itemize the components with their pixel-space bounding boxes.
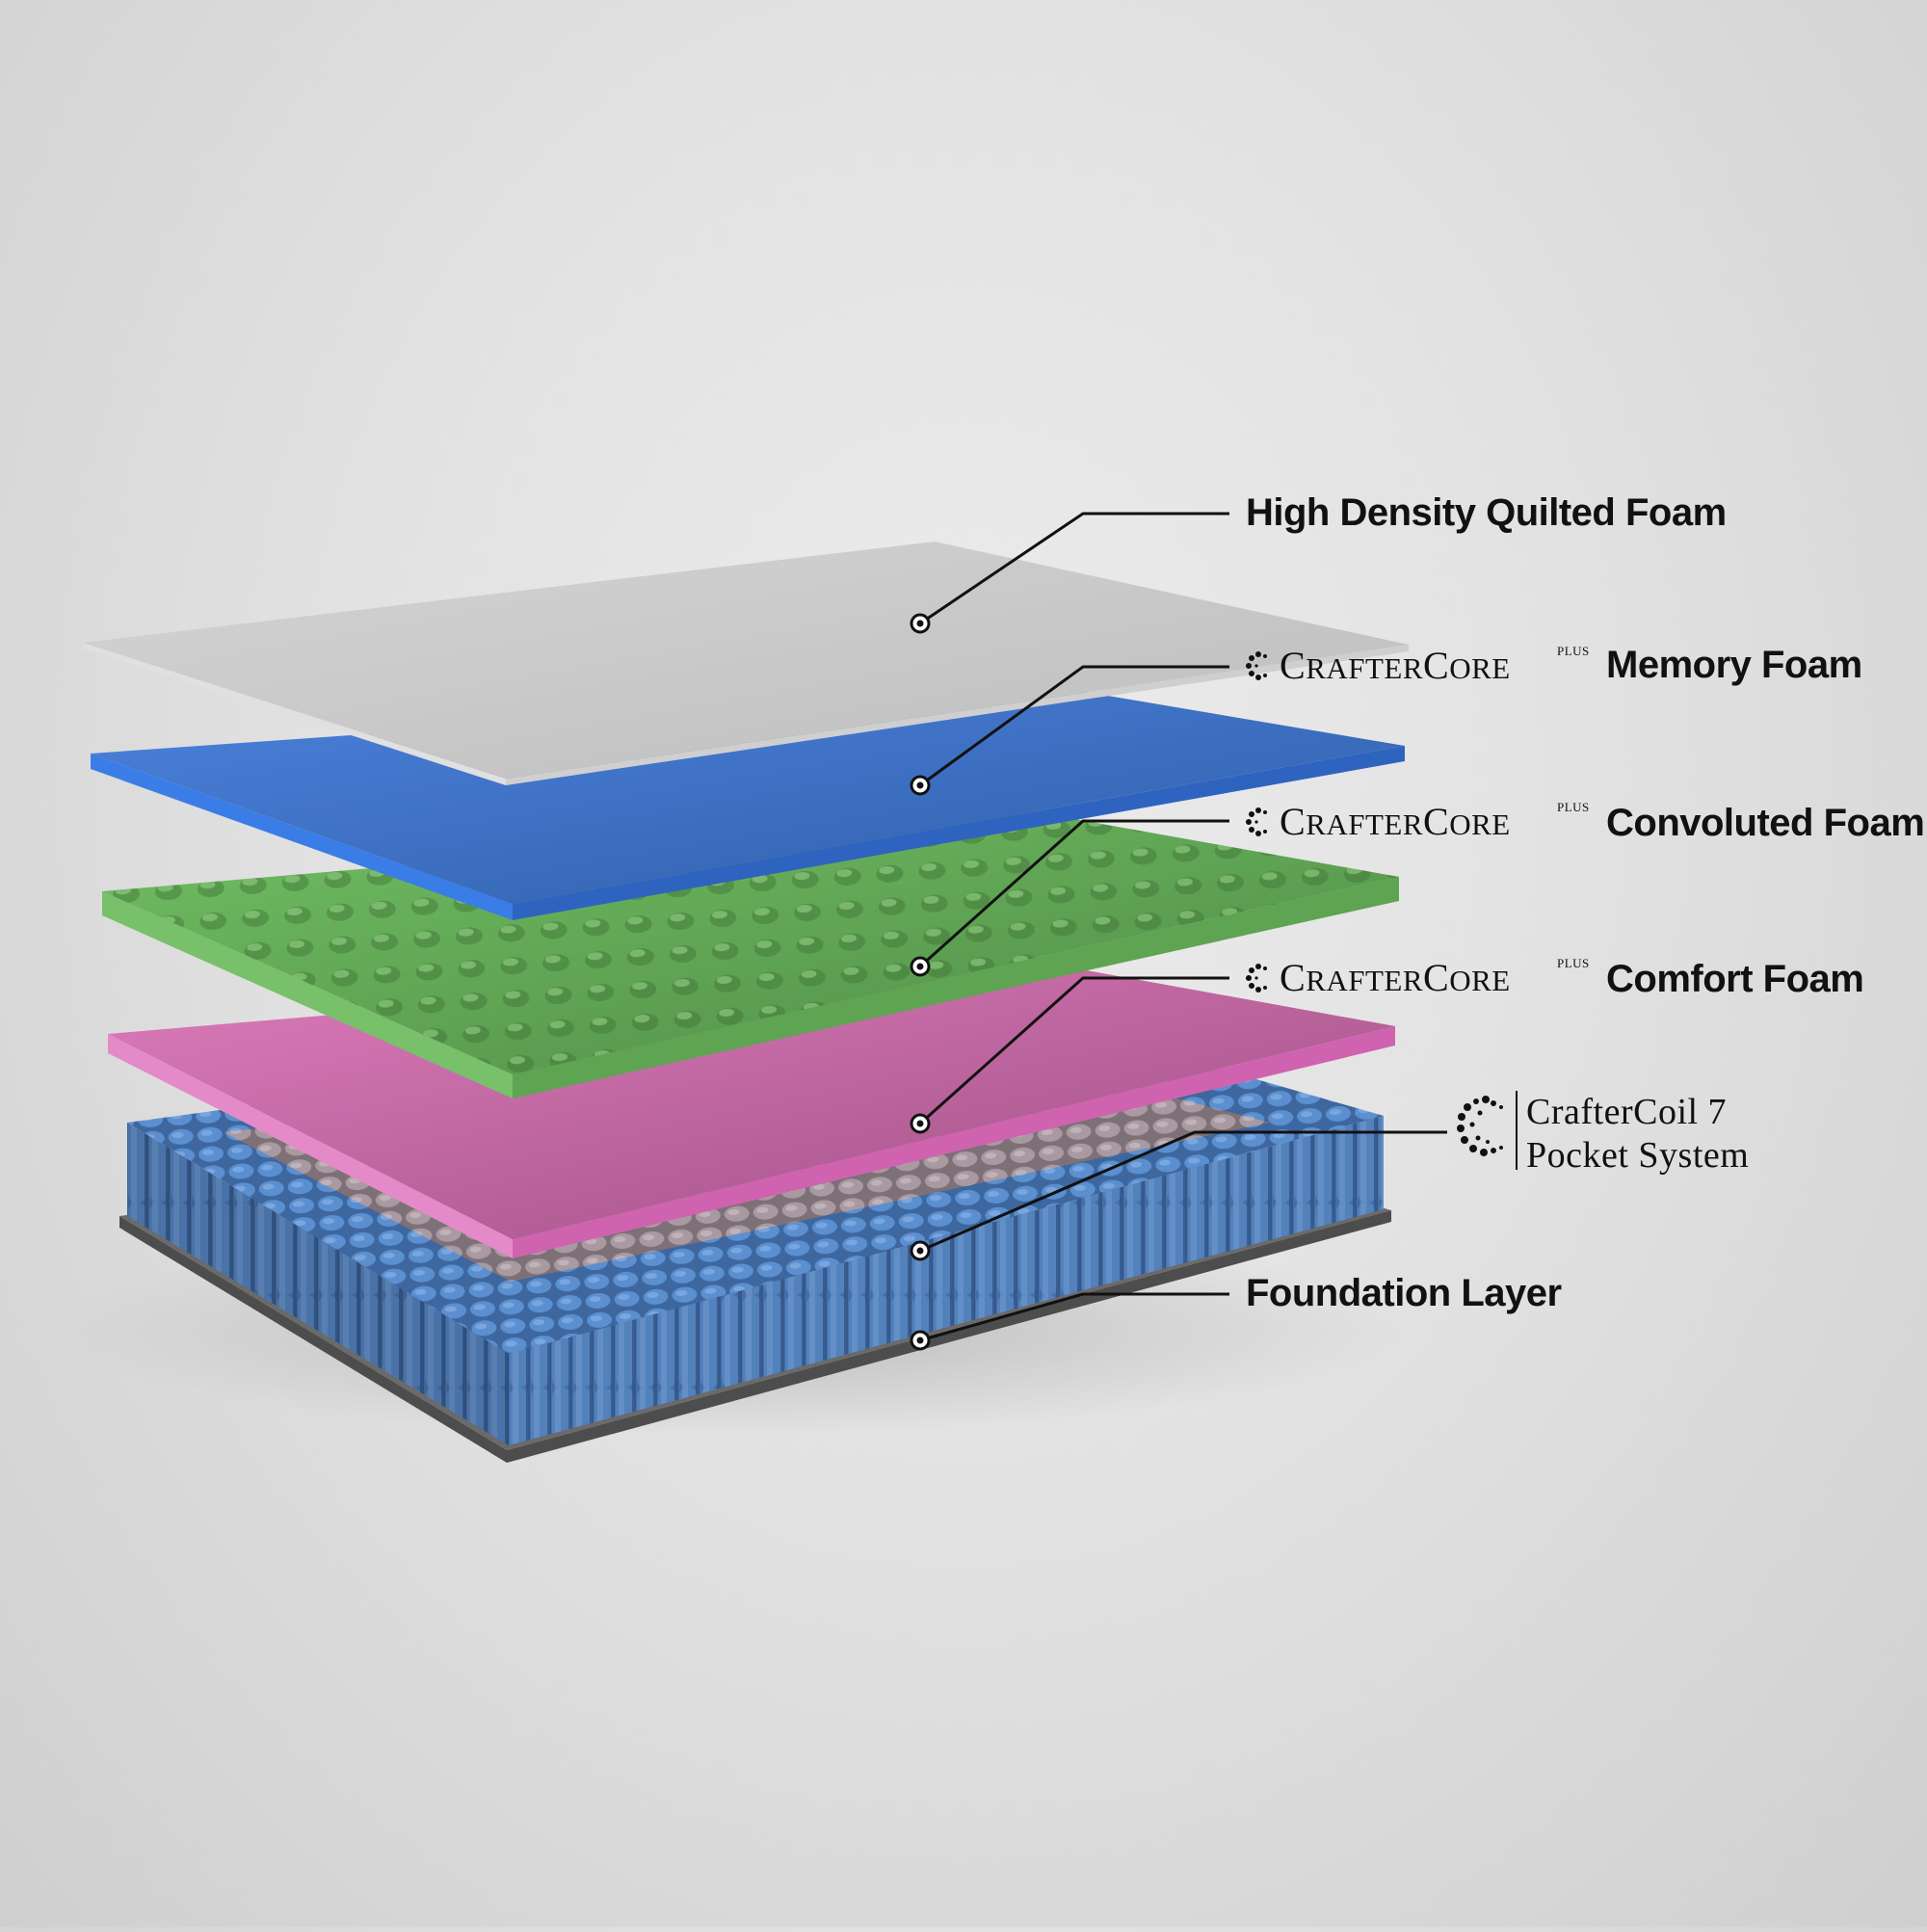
brand-crafter: C (1280, 956, 1306, 999)
layer-quilted-foam (83, 542, 1409, 785)
svg-text:CRAFTERCORE: CRAFTERCORE (1280, 644, 1511, 687)
label-group-memory-foam: CRAFTERCORE PLUS Memory Foam (1246, 644, 1862, 687)
brand-plus-superscript: PLUS (1557, 800, 1590, 814)
crafter-c-dots-icon (1457, 1096, 1503, 1156)
crafter-c-dots-icon (1246, 807, 1267, 836)
brand-plus-superscript: PLUS (1557, 956, 1590, 970)
target-dot-icon (910, 956, 931, 977)
label-coil-line1: CrafterCoil 7 (1526, 1092, 1727, 1132)
label-quilted-foam: High Density Quilted Foam (1246, 491, 1727, 534)
label-foundation-layer: Foundation Layer (1246, 1272, 1562, 1314)
brand-crafter: C (1280, 644, 1306, 687)
label-comfort-foam: Comfort Foam (1606, 958, 1863, 1000)
label-group-convoluted-foam: CRAFTERCORE PLUS Convoluted Foam (1246, 800, 1925, 844)
brand-crafter: C (1280, 800, 1306, 843)
svg-text:CRAFTERCORE: CRAFTERCORE (1280, 956, 1511, 999)
label-group-comfort-foam: CRAFTERCORE PLUS Comfort Foam (1246, 956, 1864, 1000)
leader-markers (910, 613, 931, 1351)
target-dot-icon (910, 1240, 931, 1261)
target-dot-icon (910, 1113, 931, 1134)
label-convoluted-foam: Convoluted Foam (1606, 802, 1924, 844)
target-dot-icon (910, 1330, 931, 1351)
target-dot-icon (910, 613, 931, 634)
svg-text:CRAFTERCORE: CRAFTERCORE (1280, 800, 1511, 843)
brand-plus-superscript: PLUS (1557, 644, 1590, 658)
label-coil-line2: Pocket System (1526, 1135, 1749, 1176)
leader-lines (919, 512, 1447, 1342)
crafter-c-dots-icon (1246, 964, 1267, 992)
label-group-coil-system: CrafterCoil 7 Pocket System (1457, 1091, 1749, 1176)
crafter-c-dots-icon (1246, 651, 1267, 680)
label-memory-foam: Memory Foam (1606, 644, 1862, 686)
target-dot-icon (910, 775, 931, 796)
